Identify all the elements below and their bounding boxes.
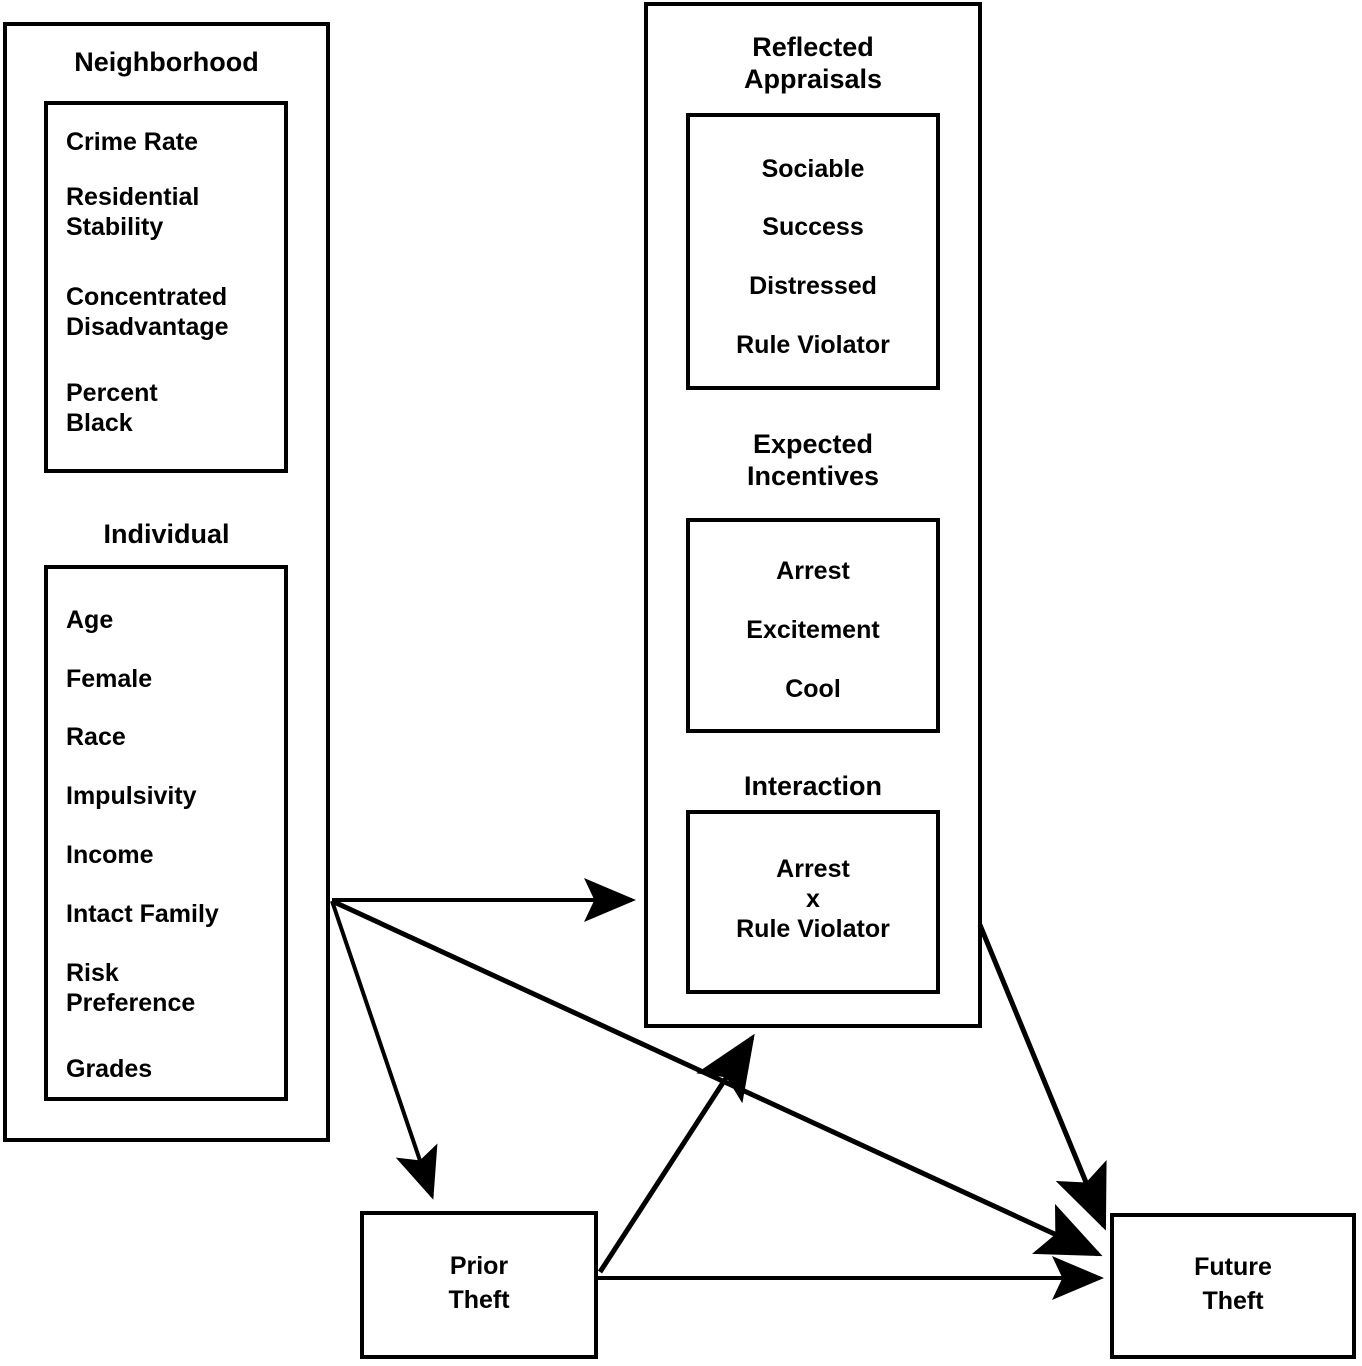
expected-incentives-group-label: Expected Incentives <box>746 429 880 491</box>
individual-inner-box <box>44 565 288 1101</box>
reflected-appraisals-item-success: Success <box>762 213 864 241</box>
individual-item-impulsivity: Impulsivity <box>66 782 197 810</box>
individual-item-race: Race <box>66 723 126 751</box>
neighborhood-item-crime-rate: Crime Rate <box>66 128 198 156</box>
individual-item-income: Income <box>66 841 154 869</box>
individual-item-female: Female <box>66 665 153 693</box>
reflected-appraisals-item-distressed: Distressed <box>749 272 877 300</box>
neighborhood-item-concentrated-disadvantage: Concentrated Disadvantage <box>66 283 229 341</box>
neighborhood-item-residential-stability: Residential Stability <box>66 183 200 241</box>
individual-item-age: Age <box>66 606 114 634</box>
expected-incentives-item-cool: Cool <box>785 675 841 703</box>
individual-item-grades: Grades <box>66 1055 153 1083</box>
interaction-group-label: Interaction <box>743 771 883 801</box>
neighborhood-group-label: Neighborhood <box>74 47 259 77</box>
reflected-appraisals-inner-box <box>686 113 940 390</box>
edge-prior-theft-to-mediators <box>597 1033 755 1274</box>
prior-theft-label: Prior Theft <box>448 1252 510 1314</box>
expected-incentives-inner-box <box>686 518 940 733</box>
individual-group-label: Individual <box>103 519 230 549</box>
individual-item-risk-preference: Risk Preference <box>66 959 196 1017</box>
reflected-appraisals-item-rule-violator: Rule Violator <box>736 331 890 359</box>
interaction-item-arrest-x-rule-violator: Arrest x Rule Violator <box>736 855 890 943</box>
neighborhood-item-percent-black: Percent Black <box>66 379 158 437</box>
individual-item-intact-family: Intact Family <box>66 900 219 928</box>
future-theft-label: Future Theft <box>1194 1253 1272 1315</box>
future-theft-box <box>1110 1213 1356 1359</box>
reflected-appraisals-item-sociable: Sociable <box>761 155 865 183</box>
edge-mediators-to-future-theft <box>977 924 1107 1231</box>
edge-predictors-to-prior-theft <box>330 900 438 1200</box>
reflected-appraisals-group-label: Reflected Appraisals <box>743 32 883 94</box>
expected-incentives-item-arrest: Arrest <box>776 557 850 585</box>
left-predictors-container <box>3 22 330 1142</box>
neighborhood-inner-box <box>44 101 288 473</box>
expected-incentives-item-excitement: Excitement <box>746 616 880 644</box>
